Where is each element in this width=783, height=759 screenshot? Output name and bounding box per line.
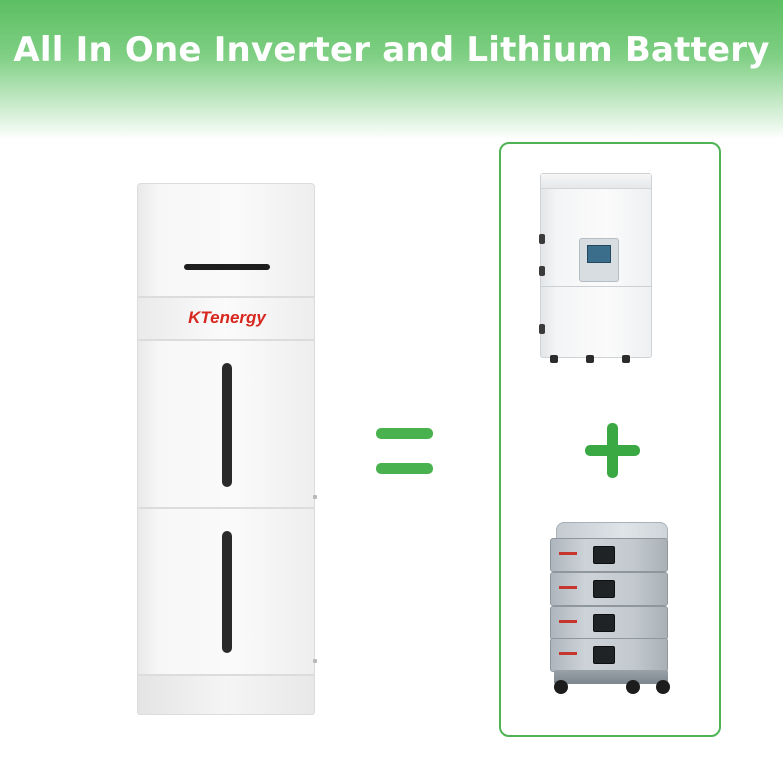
battery-stack-image <box>550 520 675 695</box>
battery-tier <box>550 638 668 672</box>
tier-brand-mark <box>559 552 577 555</box>
inverter-top-cover <box>541 174 651 189</box>
base-module <box>137 675 315 715</box>
side-latch <box>313 659 317 663</box>
header-banner: All In One Inverter and Lithium Battery <box>0 0 783 140</box>
battery-tier <box>550 606 668 640</box>
equals-icon <box>376 428 433 474</box>
inverter-connector <box>539 266 545 276</box>
tier-screen <box>593 646 615 664</box>
caster-wheel <box>626 680 640 694</box>
inverter-foot <box>550 355 558 363</box>
plus-bar-vertical <box>607 423 618 478</box>
inverter-screen <box>587 245 611 263</box>
inverter-connector <box>539 324 545 334</box>
inverter-connector <box>539 234 545 244</box>
led-indicator-bar <box>222 363 232 487</box>
inverter-foot <box>622 355 630 363</box>
tier-screen <box>593 614 615 632</box>
tier-brand-mark <box>559 586 577 589</box>
side-latch <box>313 495 317 499</box>
battery-tier <box>550 572 668 606</box>
plus-icon <box>585 423 640 478</box>
brand-logo: KTenergy <box>188 308 266 327</box>
tier-brand-mark <box>559 652 577 655</box>
caster-wheel <box>656 680 670 694</box>
page-title: All In One Inverter and Lithium Battery <box>13 30 770 70</box>
inverter-body <box>539 173 652 358</box>
battery-module-2 <box>137 495 317 675</box>
logo-module: KTenergy <box>137 297 315 340</box>
battery-tier <box>550 538 668 572</box>
equals-bar-bottom <box>376 463 433 474</box>
battery-module-1 <box>137 340 315 508</box>
tier-screen <box>593 546 615 564</box>
tier-brand-mark <box>559 620 577 623</box>
caster-wheel <box>554 680 568 694</box>
battery-stack-base <box>554 670 668 684</box>
inverter-display-panel <box>579 238 619 282</box>
inverter-foot <box>586 355 594 363</box>
led-indicator-bar <box>222 531 232 653</box>
inverter-image <box>536 169 656 369</box>
equals-bar-top <box>376 428 433 439</box>
display-slot <box>184 264 270 270</box>
inverter-module <box>137 183 315 297</box>
tier-screen <box>593 580 615 598</box>
inverter-seam <box>541 286 651 287</box>
